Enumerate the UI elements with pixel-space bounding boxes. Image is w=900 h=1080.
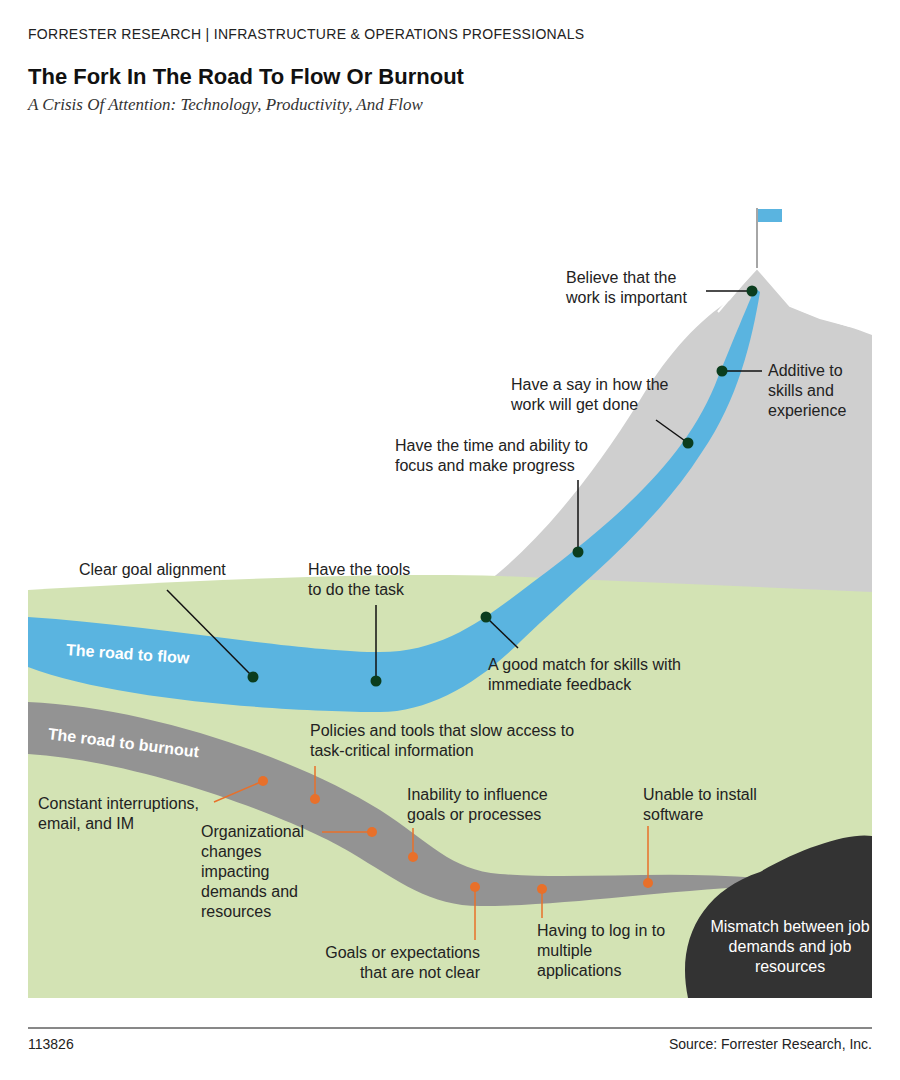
node-text: Mismatch between job demands and job res…	[700, 917, 880, 977]
snow-cap	[718, 268, 850, 326]
source-note: Source: Forrester Research, Inc.	[669, 1035, 872, 1053]
flag-pole	[756, 208, 758, 268]
callout-text: Clear goal alignment	[79, 560, 269, 580]
subtitle: A Crisis Of Attention: Technology, Produ…	[28, 94, 423, 116]
footer-rule	[28, 1028, 872, 1029]
callout-text: A good match for skills with immediate f…	[488, 655, 688, 695]
flow-leaders	[167, 291, 762, 681]
header-text: FORRESTER RESEARCH | INFRASTRUCTURE & OP…	[28, 25, 584, 43]
callout-text: Policies and tools that slow access to t…	[310, 721, 610, 761]
callout-text: Additive to skills and experience	[768, 361, 868, 421]
flow-dots	[248, 286, 758, 687]
callout-text: Organizational changes impacting demands…	[201, 822, 321, 922]
callout-text: Have the tools to do the task	[308, 560, 428, 600]
callout-text: Have the time and ability to focus and m…	[395, 436, 625, 476]
callout-text: Have a say in how the work will get done	[511, 375, 691, 415]
callout-text: Unable to install software	[643, 785, 773, 825]
callout-text: Having to log in to multiple application…	[537, 921, 677, 981]
mismatch-shape: Mismatch between job demands and job res…	[700, 917, 880, 977]
callout-text: Believe that the work is important	[566, 268, 706, 308]
burnout-leaders	[214, 766, 648, 940]
title: The Fork In The Road To Flow Or Burnout	[28, 64, 464, 90]
figure-number: 113826	[28, 1035, 74, 1053]
burnout-dots	[258, 776, 653, 894]
flag	[758, 209, 782, 222]
mountain	[490, 268, 872, 600]
burnout-road	[28, 702, 760, 906]
callout-text: Goals or expectations that are not clear	[300, 943, 480, 983]
flow-road	[28, 288, 760, 712]
callout-text: Inability to influence goals or processe…	[407, 785, 567, 825]
callout-text: Constant interruptions, email, and IM	[38, 794, 216, 834]
